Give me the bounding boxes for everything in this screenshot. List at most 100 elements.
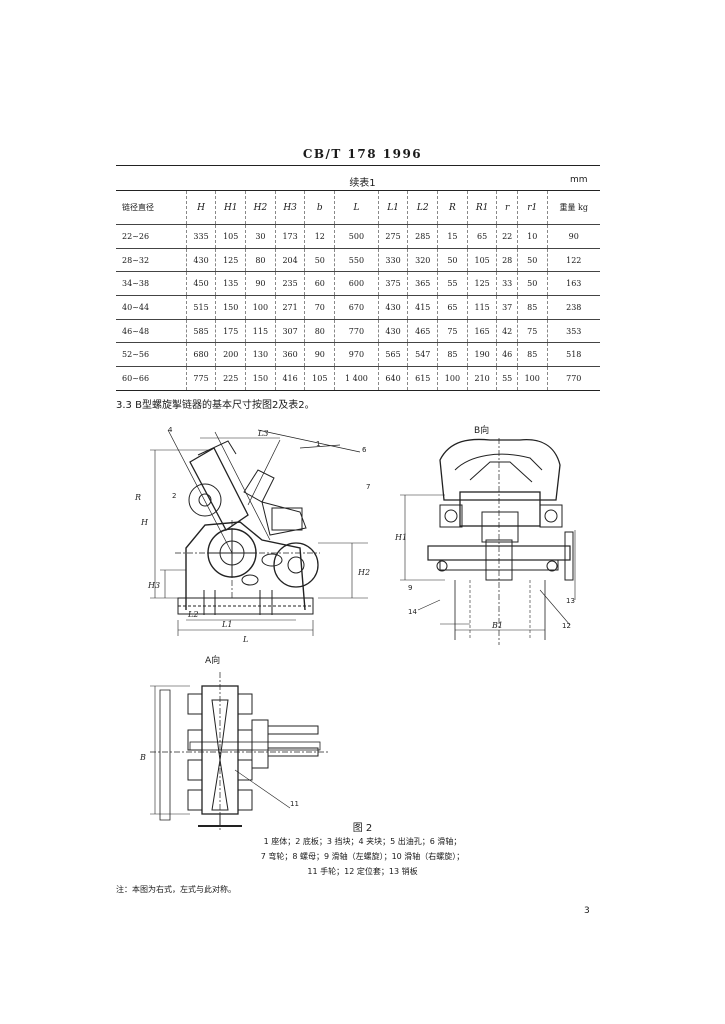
label-part-14: 14 (408, 608, 417, 616)
table-cell: 500 (334, 224, 379, 249)
table-cell: 42 (496, 319, 518, 344)
view-b (400, 438, 576, 645)
table-cell: 50 (516, 248, 548, 273)
table-cell: 55 (437, 271, 468, 297)
table-cell: 34~38 (116, 271, 187, 297)
table-cell: 275 (377, 224, 408, 249)
table-cell: 600 (334, 271, 379, 297)
table-cell: 518 (546, 342, 600, 368)
label-r: R (134, 493, 141, 502)
table-cell: 770 (334, 319, 379, 344)
table-cell: 10 (516, 224, 548, 249)
label-part-7: 7 (366, 483, 370, 491)
table-cell: 775 (185, 366, 216, 391)
table-cell: 360 (274, 342, 305, 368)
table-cell: 430 (185, 248, 216, 273)
table-cell: 450 (185, 271, 216, 297)
label-b1: B1 (491, 621, 503, 630)
table-cell: 135 (215, 271, 246, 297)
table-cell: 115 (466, 295, 497, 320)
label-part-13: 13 (566, 597, 575, 605)
table-cell: 50 (304, 248, 335, 273)
dimensions-table: 链径直径 H H1 H2 H3 b L L1 L2 R R1 r r1 重量 k… (116, 190, 600, 391)
column-header: r1 (516, 190, 548, 225)
table-cell: 210 (466, 366, 497, 391)
table-cell: 22 (496, 224, 518, 249)
table-cell: 40~44 (116, 295, 187, 320)
table-cell: 90 (546, 224, 600, 249)
table-cell: 85 (516, 342, 548, 368)
table-cell: 225 (215, 366, 246, 391)
main-side-view (150, 429, 368, 636)
table-cell: 100 (245, 295, 276, 320)
table-cell: 550 (334, 248, 379, 273)
table-cell: 430 (377, 295, 408, 320)
label-part-4: 4 (168, 426, 173, 434)
table-cell: 80 (304, 319, 335, 344)
table-cell: 130 (245, 342, 276, 368)
figure-note: 注：本图为右式，左式与此对称。 (116, 885, 236, 894)
table-cell: 85 (516, 295, 548, 320)
table-cell: 122 (546, 248, 600, 273)
table-cell: 271 (274, 295, 305, 320)
label-h3: H3 (147, 581, 160, 590)
section-3-3-text: 3.3 B型螺旋掣链器的基本尺寸按图2及表2。 (116, 400, 315, 411)
table-cell: 37 (496, 295, 518, 320)
table-cell: 515 (185, 295, 216, 320)
table-cell: 200 (215, 342, 246, 368)
table-unit: mm (570, 175, 588, 185)
figure-caption: 图 2 (352, 823, 373, 834)
column-header: H1 (215, 190, 246, 225)
column-header: H3 (274, 190, 305, 225)
table-cell: 353 (546, 319, 600, 344)
table-cell: 100 (516, 366, 548, 391)
table-cell: 970 (334, 342, 379, 368)
column-header: L2 (407, 190, 438, 225)
column-header: 重量 kg (546, 190, 600, 225)
table-cell: 165 (466, 319, 497, 344)
table-cell: 547 (407, 342, 438, 368)
label-h: H (140, 518, 149, 527)
label-h2: H2 (357, 568, 370, 577)
column-header: R1 (466, 190, 497, 225)
table-cell: 115 (245, 319, 276, 344)
table-cell: 375 (377, 271, 408, 297)
table-cell: 770 (546, 366, 600, 391)
table-cell: 615 (407, 366, 438, 391)
table-caption: 续表1 (349, 178, 376, 189)
column-header: H2 (245, 190, 276, 225)
column-header: 链径直径 (116, 190, 187, 225)
table-cell: 105 (215, 224, 246, 249)
label-l2: L2 (187, 610, 198, 619)
standard-number: CB/T 178 1996 (302, 147, 423, 161)
table-cell: 285 (407, 224, 438, 249)
column-header: b (304, 190, 335, 225)
label-l: L (242, 635, 248, 644)
table-cell: 190 (466, 342, 497, 368)
label-part-9: 9 (408, 584, 412, 592)
table-cell: 46~48 (116, 319, 187, 344)
figure-legend-line: 1 座体；2 底板；3 挡块；4 夹块；5 出油孔；6 滑轴； (263, 837, 462, 846)
table-cell: 307 (274, 319, 305, 344)
view-a-label: A向 (205, 654, 220, 666)
label-part-12: 12 (562, 622, 571, 630)
table-cell: 173 (274, 224, 305, 249)
table-cell: 330 (377, 248, 408, 273)
table-cell: 28~32 (116, 248, 187, 273)
table-cell: 125 (215, 248, 246, 273)
label-part-11: 11 (290, 800, 299, 808)
table-cell: 585 (185, 319, 216, 344)
table-cell: 465 (407, 319, 438, 344)
table-cell: 60~66 (116, 366, 187, 391)
table-cell: 65 (466, 224, 497, 249)
view-b-label: B向 (474, 424, 489, 436)
table-cell: 28 (496, 248, 518, 273)
table-cell: 125 (466, 271, 497, 297)
